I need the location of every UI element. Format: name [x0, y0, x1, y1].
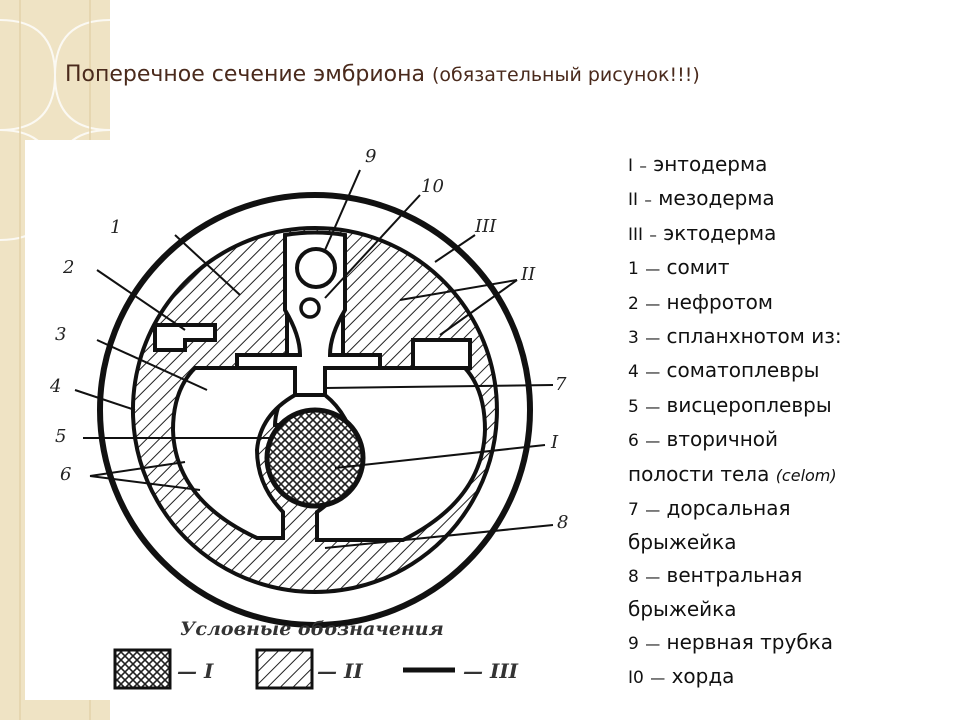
label-2: 2	[62, 257, 74, 278]
label-7: 7	[555, 374, 567, 395]
neural-tube	[295, 247, 337, 289]
legend-note: (celom)	[775, 465, 837, 485]
legend-item: полости тела (celom)	[628, 458, 842, 492]
legend-item: 2 — нефротом	[628, 286, 842, 320]
legend-item: 7 — дорсальная	[628, 492, 842, 526]
slide-title: Поперечное сечение эмбриона (обязательны…	[65, 62, 700, 87]
title-main: Поперечное сечение эмбриона	[65, 62, 425, 87]
legend-text: сомит	[666, 255, 730, 280]
legend-text: хорда	[671, 664, 735, 689]
legend-text: висцероплевры	[666, 392, 832, 417]
notochord	[299, 297, 321, 319]
legend-key: I	[628, 156, 634, 176]
legend-text: спланхнотом из:	[666, 324, 842, 349]
label-II: II	[520, 264, 536, 285]
legend-item: I – энтодерма	[628, 148, 842, 182]
legend-key: 6	[628, 431, 639, 452]
legend-text: дорсальная	[666, 496, 791, 521]
legend-item: II – мезодерма	[628, 182, 842, 216]
key-label-2: — II	[317, 659, 363, 683]
nephrotome-notch-right	[411, 338, 472, 370]
legend-key: I0	[628, 668, 644, 689]
legend-text: брыжейка	[628, 530, 737, 555]
legend-text: эктодерма	[663, 220, 777, 245]
legend-item: 8 — вентральная	[628, 559, 842, 593]
legend-item: 1 — сомит	[628, 251, 842, 285]
legend-text: соматоплевры	[666, 358, 820, 383]
label-5: 5	[55, 426, 66, 447]
legend-text: вентральная	[666, 562, 803, 587]
legend-text: брыжейка	[628, 597, 737, 622]
legend-separator: –	[644, 191, 652, 210]
key-label-3: — III	[463, 659, 519, 683]
label-4: 4	[49, 376, 61, 397]
legend-separator: —	[645, 567, 661, 586]
title-note: (обязательный рисунок!!!)	[432, 64, 700, 86]
legend-separator: —	[645, 329, 661, 348]
label-1: 1	[110, 217, 121, 238]
legend-separator: —	[645, 294, 661, 313]
legend-text: энтодерма	[653, 152, 768, 176]
legend-key: 1	[628, 259, 639, 280]
legend-item: брыжейка	[628, 526, 842, 558]
embryo-cross-section-figure: 9 10 III II 1 2 3 4 5 6 7 I 8 Условные о…	[25, 140, 600, 700]
legend-item: 3 — спланхнотом из:	[628, 320, 842, 354]
legend-separator: —	[645, 634, 661, 653]
legend-key: III	[628, 224, 644, 245]
legend-separator: —	[645, 501, 661, 520]
label-6: 6	[60, 464, 71, 485]
label-I: I	[550, 432, 559, 453]
legend-text: мезодерма	[658, 186, 775, 211]
legend-item: 6 — вторичной	[628, 423, 842, 457]
legend-separator: –	[639, 157, 647, 175]
key-swatch-diagonal	[255, 648, 314, 690]
label-10: 10	[421, 176, 444, 197]
legend-text: нефротом	[666, 289, 773, 314]
label-9: 9	[365, 146, 376, 167]
label-III: III	[474, 216, 497, 237]
legend-text: нервная трубка	[666, 629, 833, 654]
legend-separator: —	[645, 397, 661, 416]
legend-separator: –	[649, 225, 657, 244]
legend-item: брыжейка	[628, 593, 842, 625]
gut-endoderm	[264, 407, 366, 509]
label-8: 8	[557, 512, 568, 533]
legend-key: 2	[628, 293, 639, 314]
legend-key: 7	[628, 500, 639, 521]
ectoderm-outline	[97, 192, 533, 628]
legend-item: III – эктодерма	[628, 217, 842, 251]
legend-text: вторичной	[666, 427, 779, 452]
legend-item: I0 — хорда	[628, 660, 842, 694]
key-swatch-crosshatch	[113, 648, 172, 690]
legend-key: 5	[628, 396, 639, 417]
legend-item: 5 — висцероплевры	[628, 389, 842, 423]
legend-key: 9	[628, 633, 639, 654]
key-label-1: — I	[177, 659, 214, 683]
legend-key: 8	[628, 566, 639, 587]
label-3: 3	[55, 324, 66, 345]
legend-separator: —	[645, 432, 661, 451]
legend-separator: —	[645, 260, 661, 279]
legend-separator: —	[645, 363, 661, 382]
legend-key: 3	[628, 328, 639, 349]
nephrotome-notch-left	[153, 323, 217, 352]
legend-item: 4 — соматоплевры	[628, 354, 842, 388]
legend-key: II	[628, 190, 639, 211]
legend-text: полости тела	[628, 461, 770, 486]
key-title: Условные обозначения	[180, 618, 444, 640]
legend-separator: —	[650, 669, 666, 688]
legend-item: 9 — нервная трубка	[628, 626, 842, 660]
coelom-left	[170, 366, 297, 540]
legend-key: 4	[628, 362, 639, 383]
